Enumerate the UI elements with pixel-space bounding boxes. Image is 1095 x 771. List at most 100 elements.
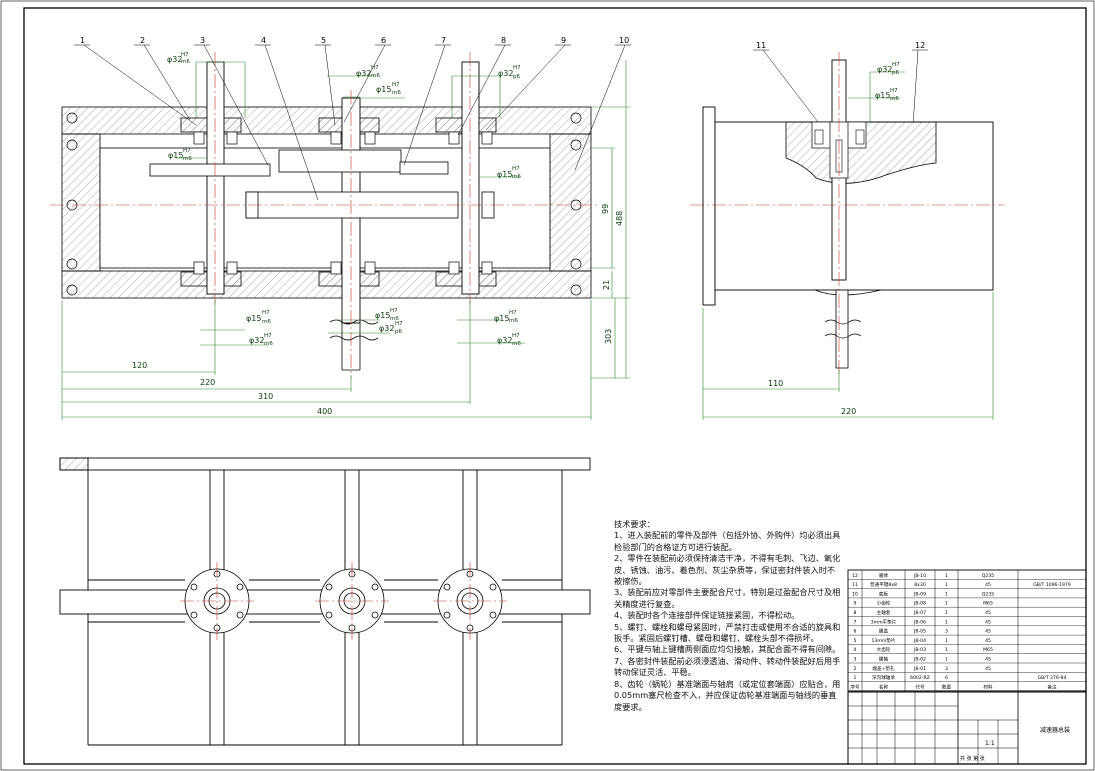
side-view: [690, 52, 1005, 378]
bom-cell: 45: [985, 610, 991, 616]
fit-label: H7: [264, 333, 272, 339]
fit-label: H7: [513, 65, 521, 71]
fit-label: p6: [892, 70, 899, 76]
bom-cell: 3: [854, 657, 857, 663]
fit-label: m6: [183, 156, 192, 162]
bom-cell: 1: [945, 610, 948, 616]
bom-cell: 13mm垫片: [872, 637, 896, 644]
balloon-8: 8: [501, 36, 506, 45]
balloon-4: 4: [261, 36, 266, 45]
balloon-10: 10: [619, 36, 629, 45]
fit-label: m6: [512, 174, 521, 180]
note-item: 6、平键与轴上键槽两侧面应均匀接触，其配合面不得有间隙。: [614, 644, 841, 655]
bom-cell: 1: [945, 647, 948, 653]
note-item: 4、装配时各个连接部件保证链接紧固，不得松动。: [614, 610, 800, 621]
bom-cell: 端盖+垫孔: [872, 665, 895, 672]
bom-cell: JB-09: [913, 591, 926, 597]
fit-label: φ32: [497, 336, 512, 345]
dim-120: 120: [132, 361, 147, 370]
fit-label: H7: [512, 166, 520, 172]
balloon-9: 9: [561, 36, 566, 45]
dim-21: 21: [602, 280, 611, 290]
fit-label: φ15: [376, 85, 391, 94]
bom-cell: 45: [985, 619, 991, 625]
drawing-name: 减速器总装: [1040, 726, 1070, 734]
bom-cell: 深沟球轴承: [872, 674, 895, 681]
fit-label: H7: [390, 308, 398, 314]
bom-cell: 螺盖: [879, 628, 889, 635]
technical-requirements: 技术要求：1、进入装配前的零件及部件（包括外协、外购件）均必须出具检验部门的合格…: [614, 519, 842, 713]
bom-header-cell: 代号: [915, 683, 925, 690]
fit-label: m6: [392, 90, 401, 96]
dim-303: 303: [604, 329, 613, 344]
note-item: 7、各密封件装配前必须浸透油、滑动件、转动件装配好后用手转动保证灵活、平稳。: [614, 655, 841, 678]
fit-label: φ32: [356, 69, 371, 78]
bom-cell: 1: [945, 638, 948, 644]
fit-label: m6: [264, 341, 273, 347]
fit-label: φ32: [249, 336, 264, 345]
fit-label: φ15: [375, 311, 390, 320]
bom-header-cell: 材料: [983, 683, 993, 690]
bom-cell: 1: [945, 573, 948, 579]
balloon-7: 7: [441, 36, 446, 45]
fit-callouts: φ32 H7 m6 φ15 H7 m6 φ32 H7 m6 φ15 H7 m6 …: [167, 52, 521, 347]
bom-cell: 6: [854, 629, 857, 635]
bom-cell: JB-10: [913, 573, 926, 579]
fit-label: H7: [183, 148, 191, 154]
bom-cell: 普通平键8x8: [870, 581, 897, 588]
inner-border: [23, 7, 1087, 765]
bom-cell: JB-03: [913, 647, 926, 653]
bom-cell: JB-07: [913, 610, 926, 616]
fit-label: m6: [181, 59, 190, 65]
fit-label: φ15: [875, 91, 890, 100]
balloon-6: 6: [381, 36, 386, 45]
notes-heading: 技术要求：: [614, 519, 655, 529]
bom-cell: 45: [985, 629, 991, 635]
bom-cell: GB/T 1096-1979: [1033, 582, 1071, 588]
balloon-2: 2: [140, 36, 145, 45]
bom-cell: 3: [945, 629, 948, 635]
bom-cell: JB-08: [913, 601, 926, 607]
note-item: 1、进入装配前的零件及部件（包括外协、外购件）均必须出具检验部门的合格证方可进行…: [614, 530, 841, 552]
fit-label: m6: [512, 341, 521, 347]
bom-cell: M65: [983, 647, 993, 653]
title-block: [847, 691, 1087, 765]
bom-cell: 1: [945, 619, 948, 625]
dim-400: 400: [317, 407, 332, 416]
dim-99: 99: [601, 204, 610, 214]
front-view: [50, 52, 600, 378]
note-item: 8、齿轮（蜗轮）基准端面与轴肩（或定位套端面）应贴合，用0.05mm塞尺检查不入…: [614, 678, 841, 712]
note-item: 3、装配前应对零部件主要配合尺寸，特别是过盈配合尺寸及相关精度进行复查。: [614, 587, 841, 609]
bom-cell: 1: [945, 601, 948, 607]
bom-cell: 3mm平垫片: [871, 618, 897, 625]
bom-cell: 1: [945, 591, 948, 597]
fit-label: H7: [262, 310, 270, 316]
bom-cell: 小齿轮: [877, 600, 891, 607]
balloon-3: 3: [200, 36, 205, 45]
fit-label: m6: [509, 318, 518, 324]
balloons: 1 2 3 4 5 6 7 8 9 10 11 12: [80, 36, 925, 50]
fit-label: H7: [890, 88, 898, 94]
bom-cell: JB-06: [913, 619, 926, 625]
fit-label: φ32: [167, 55, 182, 64]
bom-cell: Q235: [982, 591, 994, 597]
fit-label: p6: [395, 329, 402, 335]
fit-label: p6: [513, 74, 520, 80]
front-dimension-texts: 120 220 310 400 99 488 21 303: [132, 204, 624, 416]
bom-cell: Q235: [982, 573, 994, 579]
bom-cell: 6: [945, 675, 948, 681]
bom-cell: 3: [945, 666, 948, 672]
bom-cell: 45: [985, 657, 991, 663]
fit-label: H7: [892, 62, 900, 68]
bom-cell: 5: [854, 638, 857, 644]
side-dimension-texts: 110 220 φ32 H7 p6 φ15 H7 m6: [768, 62, 900, 416]
fit-label: m6: [262, 319, 271, 325]
fit-label: m6: [890, 96, 899, 102]
bom-cell: 螺轴: [879, 656, 889, 663]
bom-header-cell: 数量: [942, 683, 952, 690]
fit-label: H7: [181, 52, 189, 58]
bom-cell: 11: [852, 582, 858, 588]
fit-label: m6: [390, 316, 399, 322]
fit-label: φ15: [497, 170, 512, 179]
